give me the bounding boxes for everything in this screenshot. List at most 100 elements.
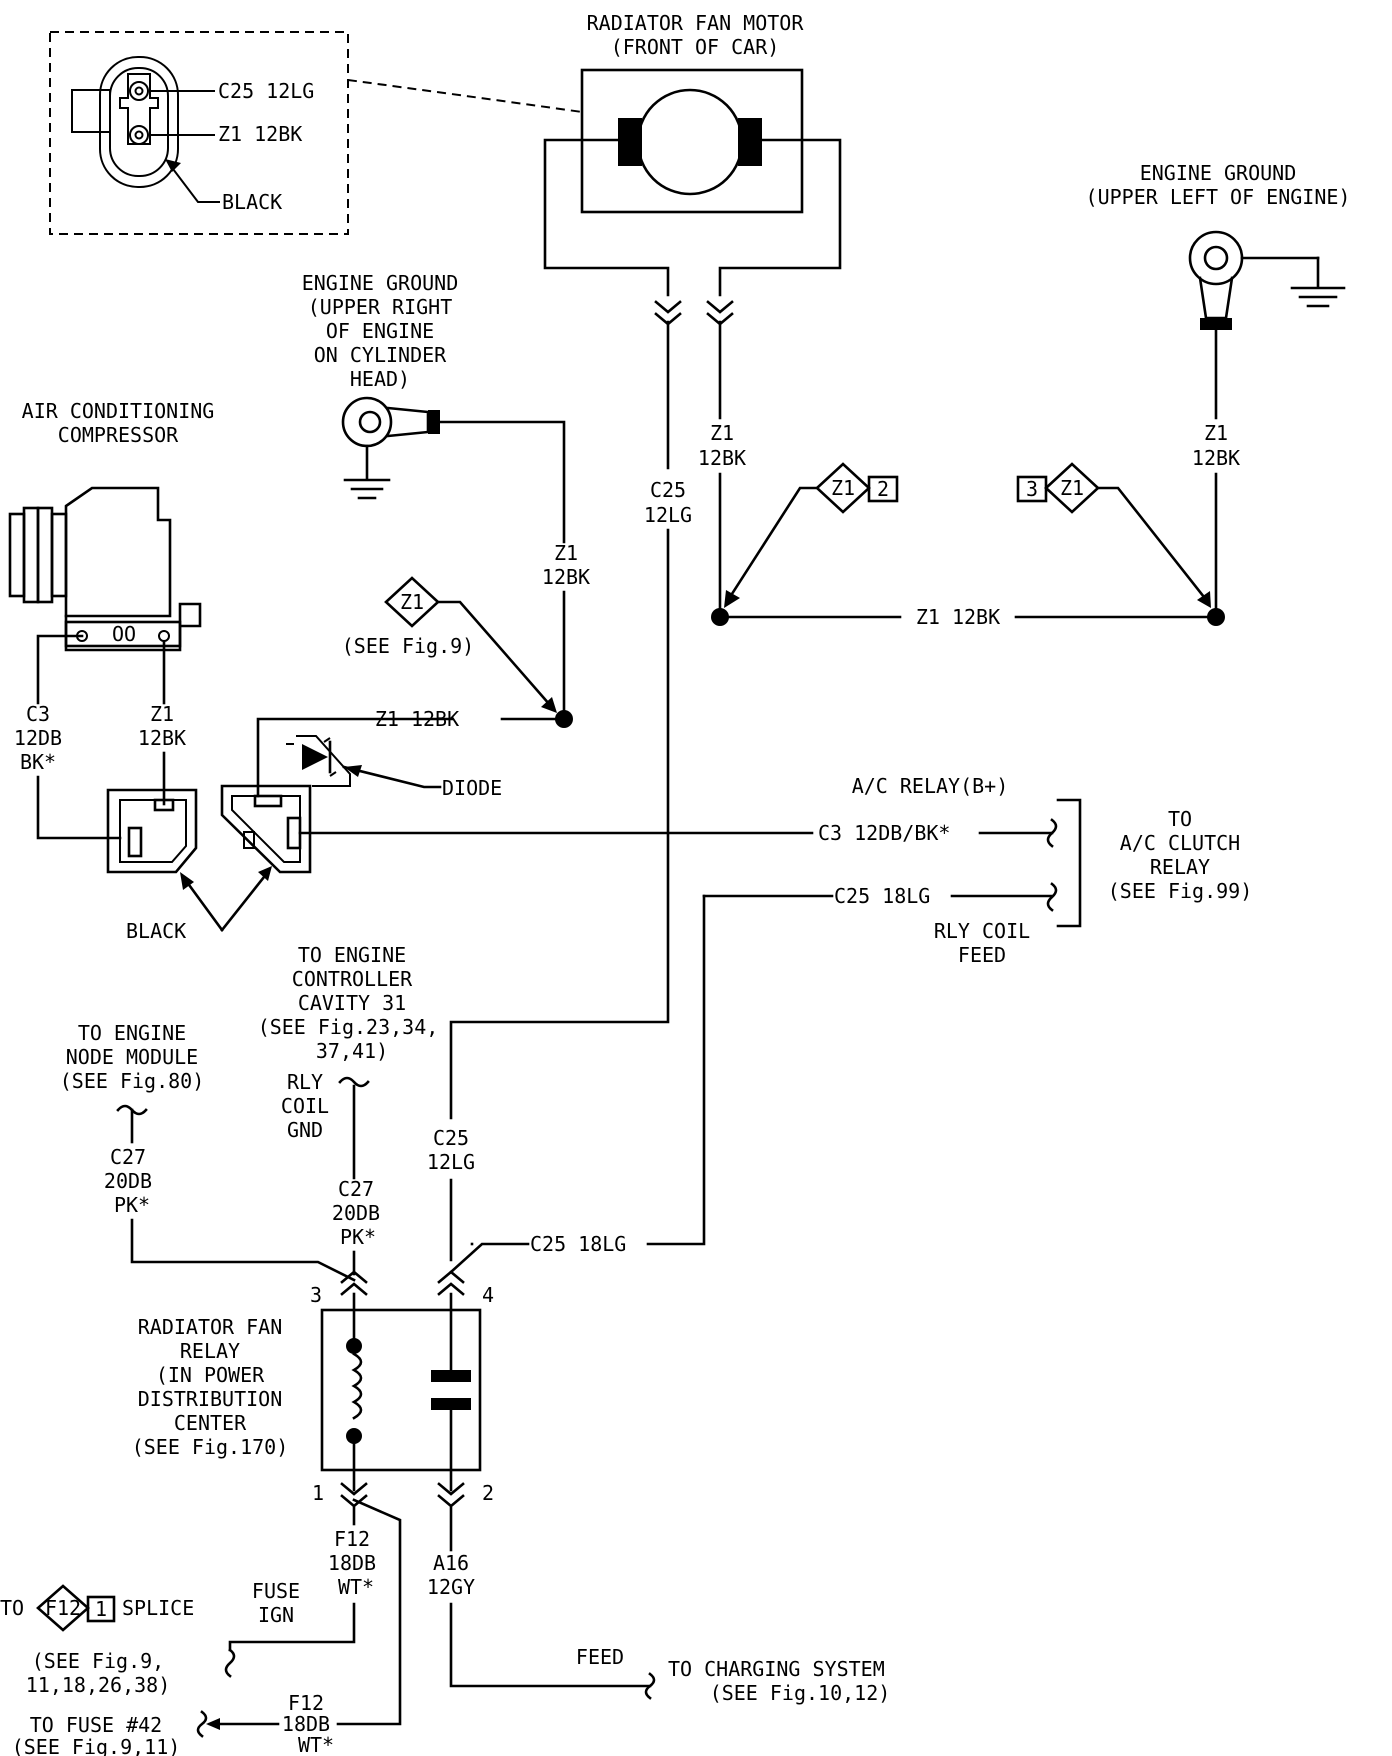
- relay-pin4: 4: [482, 1283, 494, 1307]
- ac-relay-coil-line2: FEED: [958, 943, 1006, 967]
- splice-ref-z1-see: Z1 (SEE Fig.9): [342, 576, 557, 713]
- c27-right-gauge: 20DB: [332, 1201, 380, 1225]
- a16-gauge: 12GY: [427, 1575, 475, 1599]
- compressor-c3-gauge: 12DB: [14, 726, 62, 750]
- ac-compressor: AIR CONDITIONING COMPRESSOR OO C3 12DB B…: [8, 399, 214, 840]
- relay-line5: CENTER: [174, 1411, 247, 1435]
- splice-ref-z1-3: 3 Z1: [1016, 462, 1211, 608]
- relay-line2: RELAY: [180, 1339, 240, 1363]
- svg-text:1: 1: [95, 1597, 107, 1621]
- ac-relay-bplus: A/C RELAY(B+): [852, 774, 1009, 798]
- rly-coil-gnd-line1: RLY: [287, 1070, 323, 1094]
- svg-text:F12: F12: [45, 1596, 81, 1620]
- wire-a16: A16 12GY FEED TO CHARGING SYSTEM (SEE Fi…: [427, 1506, 890, 1705]
- relay-line3: (IN POWER: [156, 1363, 265, 1387]
- ac-relay-coil-line1: RLY COIL: [934, 919, 1030, 943]
- relay-pin2: 2: [482, 1481, 494, 1505]
- lower-c25-gauge: 12LG: [427, 1150, 475, 1174]
- diode-label: DIODE: [442, 776, 502, 800]
- svg-text:OO: OO: [112, 622, 136, 646]
- connector-inset: C25 12LG Z1 12BK BLACK: [49, 31, 583, 235]
- c27-left-gauge: 20DB: [104, 1169, 152, 1193]
- svg-text:2: 2: [877, 477, 889, 501]
- rly-coil-gnd-line2: COIL: [281, 1094, 329, 1118]
- to-fuse-line1: TO FUSE #42: [30, 1713, 162, 1737]
- charging-feed: FEED: [576, 1645, 624, 1669]
- c27-left-code: C27: [110, 1145, 146, 1169]
- splice-to-label: TO: [0, 1596, 24, 1620]
- z1-horizontal-label: Z1 12BK: [916, 605, 1000, 629]
- f12-bottom-gauge: 18DB: [282, 1712, 330, 1736]
- motor-z1-gauge: 12BK: [698, 446, 746, 470]
- splice-word: SPLICE: [122, 1596, 194, 1620]
- node-line3: (SEE Fig.80): [60, 1069, 205, 1093]
- splice-see-line2: 11,18,26,38): [26, 1673, 171, 1697]
- c27-right-tracer: PK*: [340, 1225, 376, 1249]
- diode: DIODE: [286, 735, 502, 800]
- inset-color-label: BLACK: [222, 190, 282, 214]
- radiator-fan-relay: RADIATOR FAN RELAY (IN POWER DISTRIBUTIO…: [132, 1270, 494, 1508]
- relay-pin3: 3: [310, 1283, 322, 1307]
- motor-z1-code: Z1: [710, 421, 734, 445]
- inset-pin-bottom-label: Z1 12BK: [218, 122, 302, 146]
- relay-line6: (SEE Fig.170): [132, 1435, 289, 1459]
- ground-right-line5: HEAD): [350, 367, 410, 391]
- svg-text:Z1: Z1: [400, 590, 424, 614]
- ground-upper-z1-gauge: 12BK: [1192, 446, 1240, 470]
- charging-line1: TO CHARGING SYSTEM: [668, 1657, 885, 1681]
- controller-line1: TO ENGINE: [298, 943, 406, 967]
- compressor-connector: [106, 788, 198, 874]
- wire-f12: F12 18DB WT* FUSE IGN F12 18DB WT*: [196, 1498, 402, 1756]
- fan-motor-title: RADIATOR FAN MOTOR: [587, 11, 805, 35]
- diode-z1-label: Z1 12BK: [375, 707, 459, 731]
- rly-coil-gnd-line3: GND: [287, 1118, 323, 1142]
- engine-controller-ref: TO ENGINE CONTROLLER CAVITY 31 (SEE Fig.…: [258, 943, 439, 1276]
- svg-text:Z1: Z1: [831, 476, 855, 500]
- wire-z1-motor: Z1 12BK Z1 12BK: [698, 320, 1225, 629]
- ac-relay-ref: A/C RELAY(B+) RLY COIL FEED TO A/C CLUTC…: [852, 774, 1253, 967]
- ground-right-z1-gauge: 12BK: [542, 565, 590, 589]
- engine-ground-upper-left: ENGINE GROUND (UPPER LEFT OF ENGINE) Z1 …: [1086, 161, 1351, 619]
- diode-connector: Z1 12BK: [220, 707, 566, 874]
- compressor-c3-tracer: BK*: [20, 750, 56, 774]
- controller-line4: (SEE Fig.23,34,: [258, 1015, 439, 1039]
- f12-top-tracer: WT*: [338, 1575, 374, 1599]
- node-line1: TO ENGINE: [78, 1021, 186, 1045]
- fuse-ign-line2: IGN: [258, 1603, 294, 1627]
- f12-top-code: F12: [334, 1527, 370, 1551]
- ac-relay-to-line2: A/C CLUTCH: [1120, 831, 1240, 855]
- c3-relay-label: C3 12DB/BK*: [818, 821, 950, 845]
- c25-pin4-label: C25 18LG: [530, 1232, 626, 1256]
- f12-bottom-tracer: WT*: [298, 1733, 334, 1756]
- splice-see-line1: (SEE Fig.9,: [32, 1649, 164, 1673]
- compressor-line2: COMPRESSOR: [58, 423, 179, 447]
- node-line2: NODE MODULE: [66, 1045, 198, 1069]
- ground-left-title: ENGINE GROUND: [1140, 161, 1297, 185]
- ground-right-line2: (UPPER RIGHT: [308, 295, 453, 319]
- lower-c25-code: C25: [433, 1126, 469, 1150]
- compressor-z1-gauge: 12BK: [138, 726, 186, 750]
- node-module-ref: TO ENGINE NODE MODULE (SEE Fig.80) C27 2…: [60, 1021, 356, 1282]
- compressor-c3-code: C3: [26, 702, 50, 726]
- splice-ref-z1-2: Z1 2: [724, 462, 899, 608]
- svg-text:Z1: Z1: [1060, 476, 1084, 500]
- fuse-ign-line1: FUSE: [252, 1579, 300, 1603]
- controller-line2: CONTROLLER: [292, 967, 413, 991]
- ground-left-location: (UPPER LEFT OF ENGINE): [1086, 185, 1351, 209]
- svg-text:3: 3: [1026, 477, 1038, 501]
- controller-line3: CAVITY 31: [298, 991, 406, 1015]
- fan-motor-location: (FRONT OF CAR): [611, 35, 780, 59]
- f12-bottom-code: F12: [288, 1691, 324, 1715]
- inset-pin-top-label: C25 12LG: [218, 79, 314, 103]
- c25-18lg-relay-label: C25 18LG: [834, 884, 930, 908]
- relay-line1: RADIATOR FAN: [138, 1315, 283, 1339]
- ground-right-z1-code: Z1: [554, 541, 578, 565]
- black-label: BLACK: [126, 919, 186, 943]
- c27-left-tracer: PK*: [114, 1193, 150, 1217]
- wire-c3-relay: C3 12DB/BK*: [298, 818, 1058, 848]
- motor-c25-code: C25: [650, 478, 686, 502]
- compressor-z1-code: Z1: [150, 702, 174, 726]
- relay-pin1: 1: [312, 1481, 324, 1505]
- splice-ref-f12: TO F12 1 SPLICE (SEE Fig.9, 11,18,26,38)…: [0, 1584, 194, 1756]
